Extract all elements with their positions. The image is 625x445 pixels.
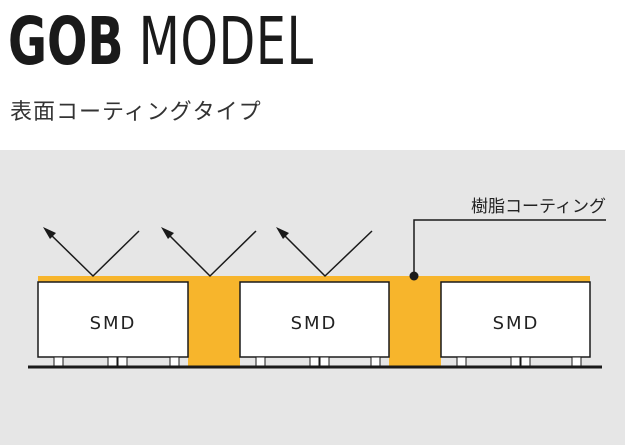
callout-leader-line [413,219,606,276]
chip-pad [520,356,531,367]
chip-pad [510,356,521,367]
reflection-arrow [46,230,140,278]
chip-pad [107,356,118,367]
chip-pad [309,356,320,367]
diagram-panel: SMD SMD SMD [0,150,625,445]
gob-diagram: SMD SMD SMD [28,197,606,369]
chip-body [239,281,390,358]
arrow-head-icon [276,227,289,239]
chip-pad [169,356,180,367]
smd-chip: SMD [37,281,189,367]
chip-label: SMD [493,313,540,334]
callout-dot [409,271,419,281]
title-light: MODEL [138,3,314,80]
title-bold: GOB [8,3,124,80]
chip-pad [456,356,467,367]
page-subtitle: 表面コーティングタイプ [10,100,262,125]
chip-label: SMD [90,313,137,334]
smd-chip: SMD [239,281,390,367]
reflection-arrow [164,230,257,278]
arrow-head-icon [161,227,174,239]
reflection-arrow [279,230,373,278]
coating-gap-2 [389,276,441,366]
coating-gap-1 [188,276,240,366]
chip-pad [370,356,381,367]
chip-label: SMD [291,313,338,334]
light-reflection-arrows [46,230,373,278]
chip-body [440,281,591,358]
page-title: GOB MODEL [8,4,314,80]
chip-pad [319,356,330,367]
chip-pad [53,356,64,367]
smd-chip: SMD [440,281,591,367]
chip-pad [255,356,266,367]
arrow-head-icon [43,227,56,239]
arrow-heads [43,227,289,239]
chip-body [37,281,189,358]
callout-label: 樹脂コーティング [471,197,606,217]
chip-pad [571,356,582,367]
chip-pad [117,356,128,367]
